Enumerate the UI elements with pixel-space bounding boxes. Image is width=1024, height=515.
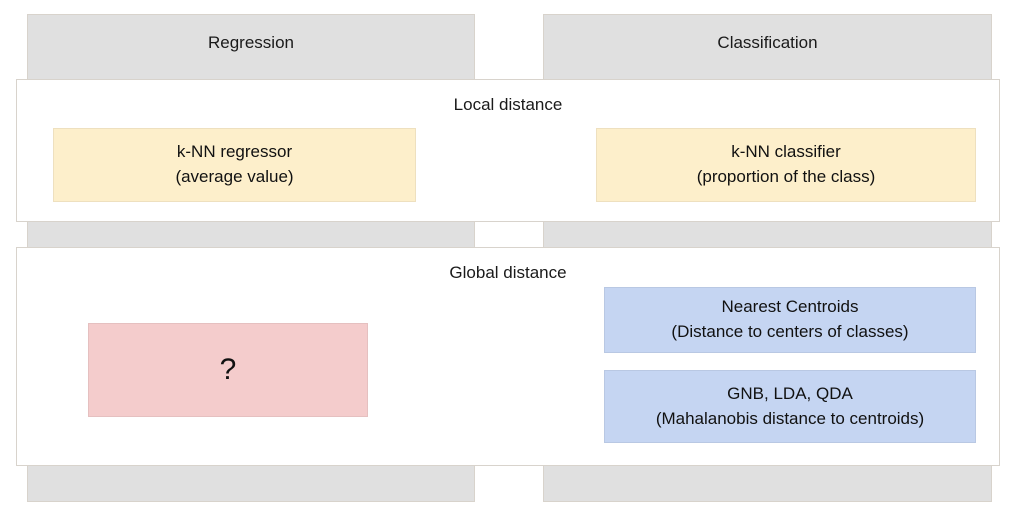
box-unknown-global-regressor-title: ?: [219, 353, 237, 386]
box-nearest-centroids-title: Nearest Centroids: [721, 297, 859, 317]
box-generative-models-subtitle: (Mahalanobis distance to centroids): [655, 408, 925, 428]
box-knn-classifier-title: k-NN classifier: [731, 142, 841, 162]
box-nearest-centroids-subtitle: (Distance to centers of classes): [671, 322, 909, 341]
band-title-global-distance: Global distance: [449, 263, 567, 282]
box-knn-regressor[interactable]: k-NN regressor (average value): [53, 128, 416, 202]
box-knn-classifier-subtitle: (proportion of the class): [696, 167, 876, 186]
box-knn-regressor-title: k-NN regressor: [176, 142, 293, 162]
box-knn-regressor-subtitle: (average value): [175, 167, 294, 186]
box-unknown-global-regressor[interactable]: ?: [88, 323, 368, 417]
box-generative-models[interactable]: GNB, LDA, QDA (Mahalanobis distance to c…: [604, 370, 976, 443]
column-header-regression: Regression: [208, 33, 294, 52]
box-generative-models-title: GNB, LDA, QDA: [727, 383, 853, 403]
band-title-local-distance: Local distance: [453, 95, 563, 114]
box-nearest-centroids[interactable]: Nearest Centroids (Distance to centers o…: [604, 287, 976, 353]
box-knn-classifier[interactable]: k-NN classifier (proportion of the class…: [596, 128, 976, 202]
column-header-classification: Classification: [717, 33, 818, 52]
